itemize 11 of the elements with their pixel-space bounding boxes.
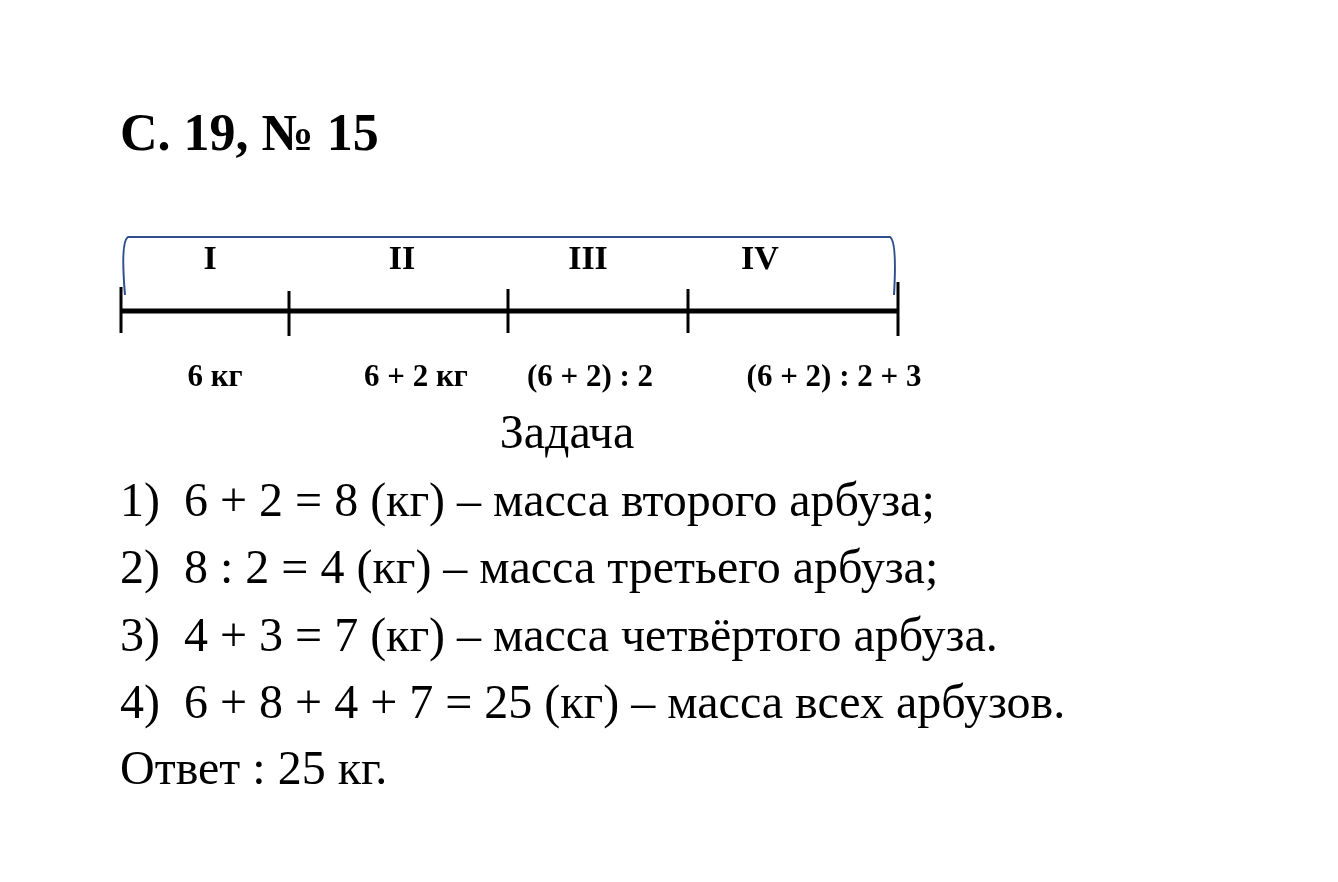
page-title: С. 19, № 15 <box>120 107 379 159</box>
answer-text: Ответ : 25 кг. <box>120 744 388 792</box>
segment-label: (6 + 2) : 2 + 3 <box>746 359 922 391</box>
segment-label: 6 кг <box>187 359 243 391</box>
segment-label: 6 + 2 кг <box>364 359 468 391</box>
segment-number: II <box>388 241 416 275</box>
segment-number: III <box>568 241 608 275</box>
heading: Задача <box>499 408 635 456</box>
segment-number: IV <box>741 241 779 275</box>
segment-number: I <box>203 241 217 275</box>
segment-label: (6 + 2) : 2 <box>526 359 654 391</box>
